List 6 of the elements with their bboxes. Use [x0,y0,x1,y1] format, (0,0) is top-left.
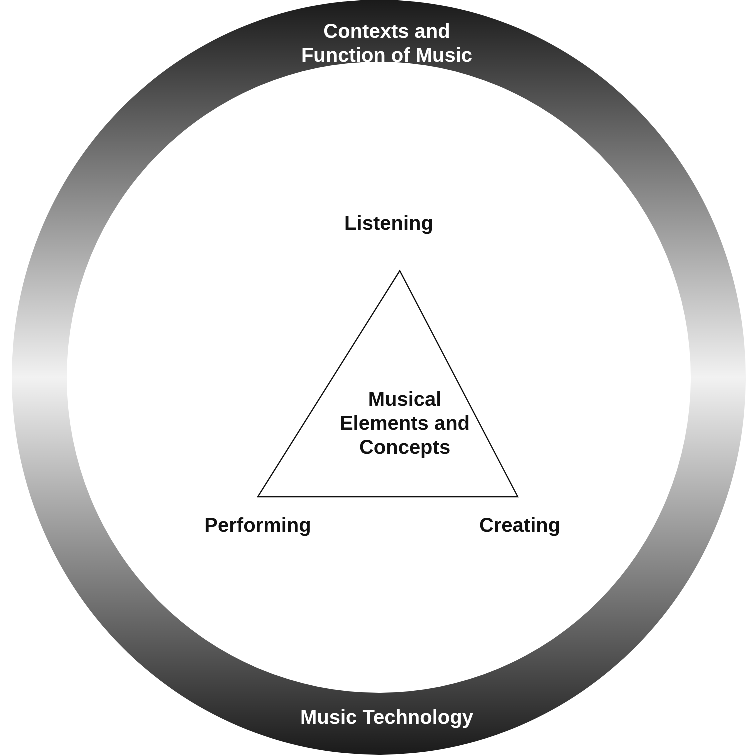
corner-label: Creating [478,514,562,538]
ring-label: Music Technology [300,706,474,730]
corner-label: Performing [204,514,312,538]
corner-label: Listening [344,212,434,236]
ring-label: Contexts and Function of Music [300,20,474,68]
center-label: Musical Elements and Concepts [338,388,472,460]
